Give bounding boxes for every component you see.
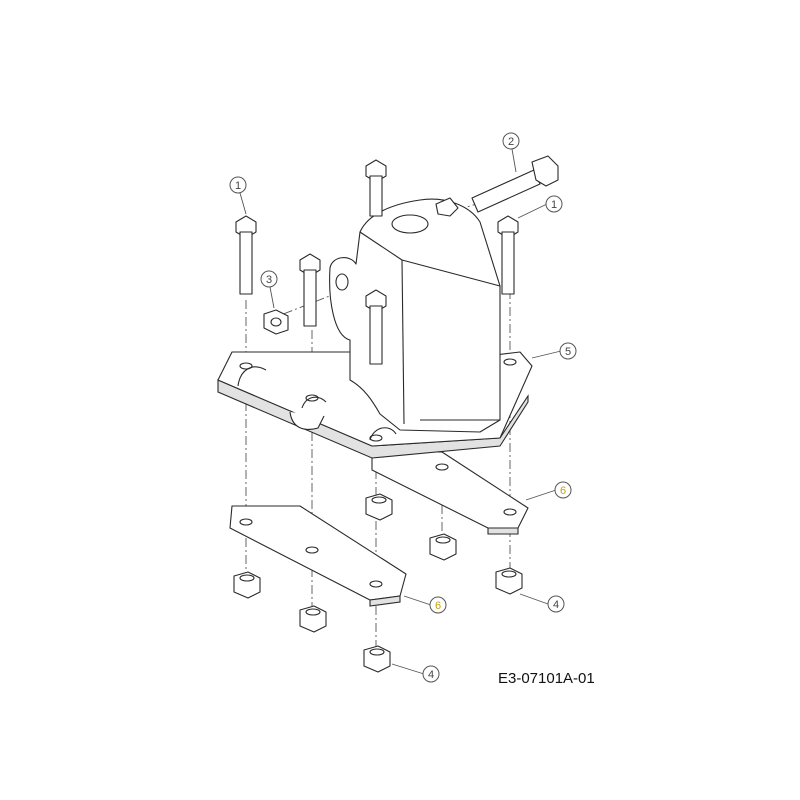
svg-text:1: 1 [235,180,241,192]
svg-text:6: 6 [435,600,441,612]
hex-bolt-center [365,289,387,365]
callout-2-pin-bolt: 2 [502,132,520,150]
callout-5-bracket: 5 [559,342,577,360]
callout-1-top-left: 1 [229,176,247,194]
callout-4-bottom-nut: 4 [422,665,440,683]
callout-1-right: 1 [545,195,563,213]
hex-nut [299,605,327,633]
spacer-bushing [263,309,289,335]
svg-text:4: 4 [553,599,559,611]
hex-nuts [233,493,523,673]
hex-nut [495,567,523,595]
svg-text:5: 5 [565,346,571,358]
hex-nut [429,533,457,561]
svg-text:6: 6 [560,485,566,497]
callout-6-right-plate: 6 [554,481,572,499]
callout-4-right-nut: 4 [547,595,565,613]
hex-bolt-top-center [365,159,387,217]
callout-3-bushing: 3 [260,270,278,288]
hex-nut [365,493,393,521]
upright-housing [329,198,501,433]
hex-nut [233,571,261,599]
svg-text:1: 1 [551,199,557,211]
hex-bolt-left [235,215,257,295]
mounting-plate-left [229,505,407,607]
drawing-code: E3-07101A-01 [498,670,595,687]
svg-text:4: 4 [428,669,434,681]
hex-bolt-right [497,215,519,295]
svg-text:2: 2 [508,136,514,148]
callout-6-left-plate: 6 [429,596,447,614]
mounting-plate-right [371,451,529,535]
callout-leaders [239,148,562,675]
hex-bolt-center-left [299,253,321,327]
pin-bolt [435,155,559,217]
svg-text:3: 3 [266,274,272,286]
hex-nut [363,645,391,673]
